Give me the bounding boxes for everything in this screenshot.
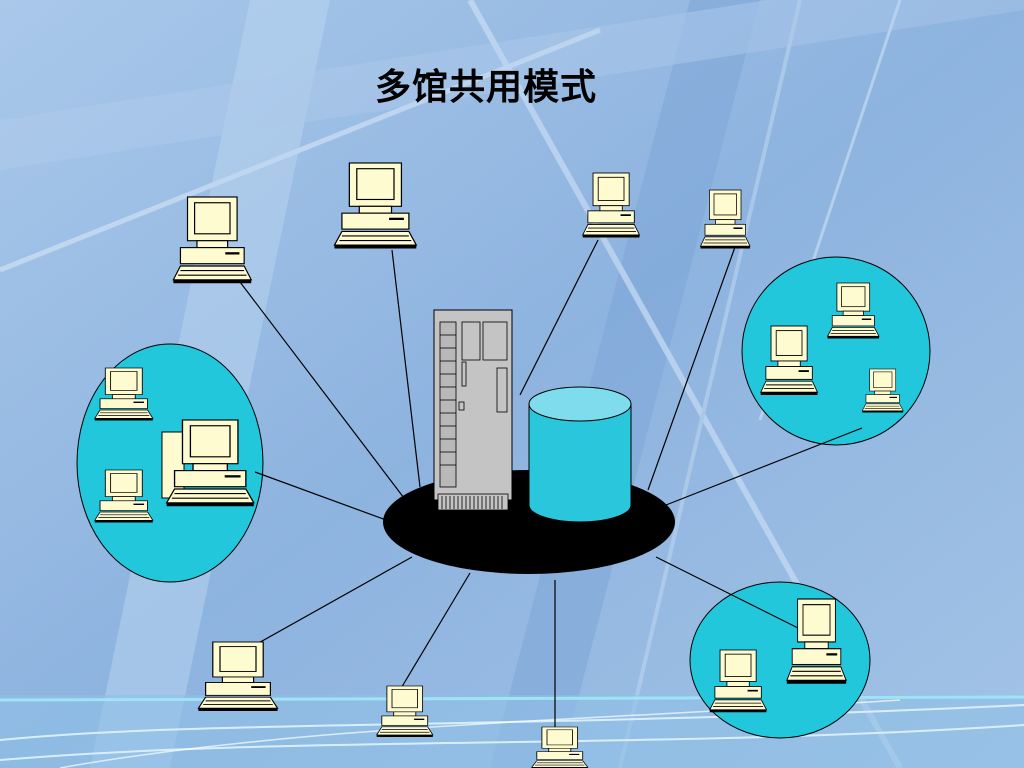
floor-reflection — [0, 695, 1024, 768]
database-cylinder-icon — [528, 386, 632, 523]
cluster-right-bottom — [689, 581, 871, 739]
server-tower-icon — [433, 309, 513, 511]
slide-title: 多馆共用模式 — [374, 67, 597, 108]
cluster-left-main-computer — [161, 419, 255, 507]
network-links — [239, 239, 863, 730]
cluster-right-top — [741, 256, 931, 446]
